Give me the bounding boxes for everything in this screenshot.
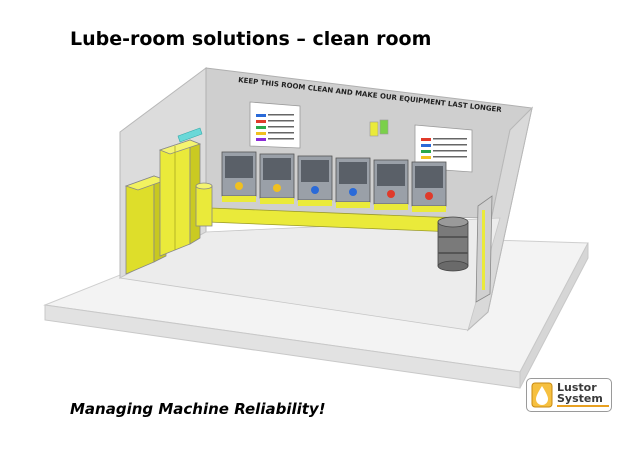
logo-word-system: System bbox=[557, 392, 603, 405]
wall-bin-yellow bbox=[369, 121, 379, 137]
dispenser-row bbox=[221, 151, 447, 212]
logo-word-lustor: Lustor bbox=[557, 381, 597, 394]
yellow-container bbox=[195, 182, 213, 227]
yellow-storage-cabinets bbox=[124, 139, 202, 275]
oil-drum bbox=[437, 216, 469, 272]
wall-pipe bbox=[177, 127, 203, 143]
slide-title: Lube-room solutions – clean room bbox=[70, 28, 432, 50]
wall-bin-green bbox=[379, 119, 389, 135]
oil-drop-icon bbox=[531, 382, 553, 408]
safety-poster-left bbox=[249, 101, 301, 149]
safety-poster-right bbox=[414, 124, 473, 173]
door-frame-accent bbox=[482, 210, 485, 290]
lustor-system-logo: Lustor System bbox=[526, 378, 612, 412]
slide-tagline: Managing Machine Reliability! bbox=[70, 400, 326, 418]
logo-underline bbox=[557, 405, 609, 407]
floor-slab-side bbox=[519, 242, 589, 389]
